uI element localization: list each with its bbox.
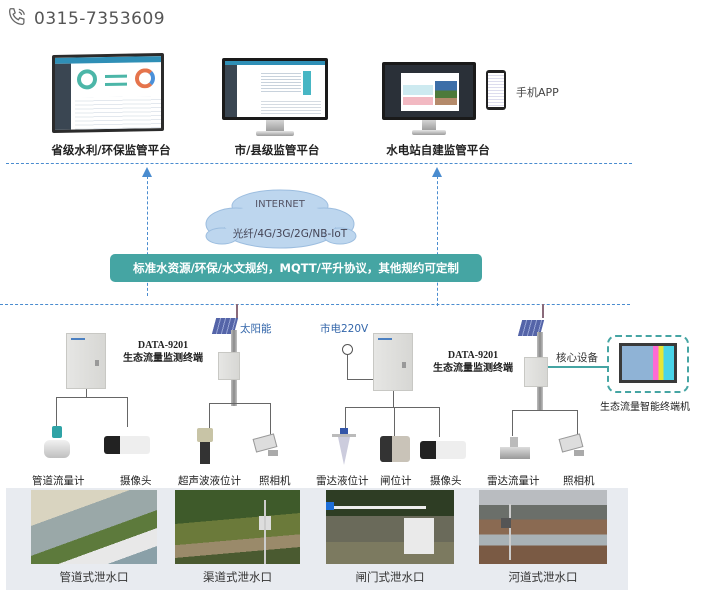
protocol-banner: 标准水资源/环保/水文规约，MQTT/平升协议，其他规约可定制 <box>110 254 482 282</box>
left-terminal-model: DATA-9201 <box>137 340 189 351</box>
device-label: 摄像头 <box>120 475 152 487</box>
smart-terminal-frame <box>607 335 689 393</box>
camera-icon <box>558 433 584 460</box>
connector <box>86 389 87 397</box>
phone-number: 0315-7353609 <box>34 9 166 29</box>
provincial-monitor <box>48 53 166 134</box>
antenna <box>542 304 544 318</box>
hydropower-monitor <box>382 62 476 138</box>
device-label: 雷达流量计 <box>487 475 540 487</box>
pole-terminal-box <box>218 352 240 380</box>
core-link-line <box>548 366 608 368</box>
mobile-phone <box>486 70 506 110</box>
connector <box>56 397 57 427</box>
connector <box>209 403 271 404</box>
left-terminal-box <box>66 333 106 389</box>
camera-icon <box>420 441 466 459</box>
mains-cable-v <box>347 355 348 379</box>
outlet-photo-pipe <box>31 490 157 564</box>
left-uplink-line <box>147 176 148 296</box>
device-label: 照相机 <box>259 475 291 487</box>
camera-icon <box>104 436 150 454</box>
radar-flowmeter-icon <box>500 437 530 463</box>
right-uplink-line <box>437 176 438 306</box>
connector <box>512 410 578 411</box>
right-terminal-model: DATA-9201 <box>447 350 499 361</box>
right-terminal-label: DATA-9201 生态流量监测终端 <box>428 349 518 375</box>
field-divider <box>0 304 630 305</box>
device-label: 摄像头 <box>430 475 462 487</box>
core-device-label: 核心设备 <box>556 352 598 364</box>
cloud-subtitle: 光纤/4G/3G/2G/NB-IoT <box>232 228 348 240</box>
device-label: 超声波液位计 <box>178 475 241 487</box>
device-label: 雷达液位计 <box>316 475 369 487</box>
smart-terminal-label: 生态流量智能终端机 <box>600 402 690 413</box>
mains-cable-h <box>347 379 373 380</box>
outlet-label: 河道式泄水口 <box>508 570 578 584</box>
mains-power-label: 市电220V <box>320 323 369 335</box>
pole-terminal-box <box>524 357 548 387</box>
right-terminal-name: 生态流量监测终端 <box>433 363 513 374</box>
left-arrow-up-icon <box>142 167 152 177</box>
solar-power-label: 太阳能 <box>240 323 272 335</box>
internet-cloud <box>200 186 360 252</box>
pipe-flowmeter-icon <box>44 426 70 462</box>
connector <box>393 391 394 407</box>
camera-icon <box>252 433 278 460</box>
device-label: 管道流量计 <box>32 475 85 487</box>
connector <box>345 407 440 408</box>
platform-label-app: 手机APP <box>516 86 559 99</box>
antenna <box>236 304 238 318</box>
platform-label-provincial: 省级水利/环保监管平台 <box>51 143 171 157</box>
connector <box>512 410 513 436</box>
device-label: 闸位计 <box>380 475 412 487</box>
platform-label-city: 市/县级监管平台 <box>234 143 320 157</box>
left-terminal-label: DATA-9201 生态流量监测终端 <box>118 339 208 365</box>
left-terminal-name: 生态流量监测终端 <box>123 353 203 364</box>
connector <box>577 410 578 436</box>
ultrasonic-level-meter-icon <box>197 428 213 464</box>
middle-terminal-box <box>373 333 413 391</box>
gate-position-meter-icon <box>380 436 410 462</box>
outlet-label: 渠道式泄水口 <box>203 570 272 584</box>
device-label: 照相机 <box>563 475 595 487</box>
platform-divider <box>6 163 632 164</box>
smart-terminal-device <box>619 343 677 383</box>
connector <box>439 407 440 437</box>
connector <box>345 407 346 431</box>
outlet-label: 管道式泄水口 <box>59 570 129 584</box>
outlet-photo-channel <box>175 490 300 564</box>
cloud-title: INTERNET <box>255 199 305 210</box>
city-monitor <box>222 58 328 140</box>
phone-header: 0315-7353609 <box>6 6 165 32</box>
connector <box>209 403 210 429</box>
connector <box>56 397 128 398</box>
right-arrow-up-icon <box>432 167 442 177</box>
connector <box>270 403 271 435</box>
radar-level-meter-icon <box>332 428 356 468</box>
connector <box>394 407 395 437</box>
connector <box>127 397 128 427</box>
phone-icon <box>6 6 28 32</box>
platform-label-hydropower: 水电站自建监管平台 <box>386 143 490 157</box>
outlet-label: 闸门式泄水口 <box>355 570 425 584</box>
power-plug-icon <box>342 344 353 355</box>
outlet-photo-river <box>479 490 607 564</box>
outlet-photo-gate <box>326 490 454 564</box>
